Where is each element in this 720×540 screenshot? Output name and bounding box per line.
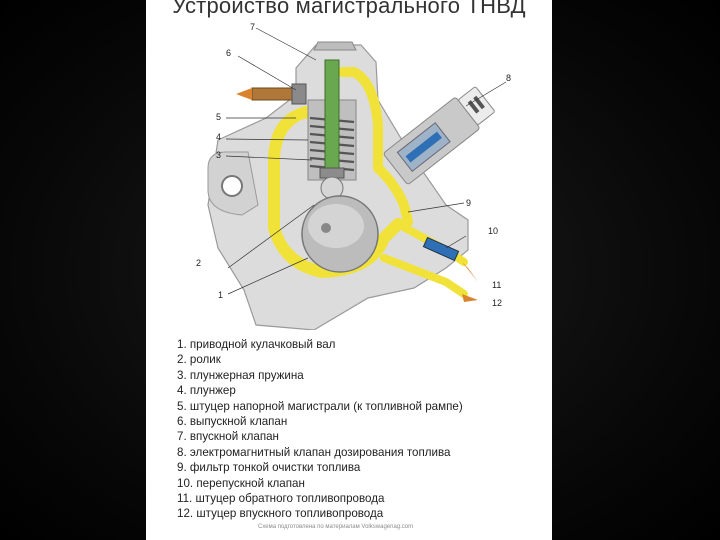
valve-head bbox=[314, 42, 356, 50]
solenoid-valve bbox=[383, 83, 497, 185]
legend-item: 11. штуцер обратного топливопровода bbox=[177, 491, 463, 506]
callout-9: 9 bbox=[466, 198, 471, 208]
callout-4: 4 bbox=[216, 132, 221, 142]
inlet-arrow bbox=[462, 294, 478, 302]
source-note: Схема подготовлена по материалам Volkswa… bbox=[258, 524, 413, 530]
callout-7: 7 bbox=[250, 22, 255, 32]
callout-2: 2 bbox=[196, 258, 201, 268]
callout-10: 10 bbox=[488, 226, 498, 236]
legend-item: 2. ролик bbox=[177, 352, 463, 367]
legend-item: 5. штуцер напорной магистрали (к топливн… bbox=[177, 399, 463, 414]
callout-12: 12 bbox=[492, 298, 502, 308]
legend-item: 6. выпускной клапан bbox=[177, 414, 463, 429]
callout-8: 8 bbox=[506, 73, 511, 83]
legend-item: 12. штуцер впускного топливопровода bbox=[177, 506, 463, 521]
legend-item: 3. плунжерная пружина bbox=[177, 368, 463, 383]
plunger bbox=[325, 60, 339, 170]
legend-item: 1. приводной кулачковый вал bbox=[177, 337, 463, 352]
slide-panel: Устройство магистрального ТНВД bbox=[146, 0, 552, 540]
outlet-arrow bbox=[236, 88, 252, 100]
legend-item: 7. впускной клапан bbox=[177, 429, 463, 444]
callout-1: 1 bbox=[218, 290, 223, 300]
legend-item: 9. фильтр тонкой очистки топлива bbox=[177, 460, 463, 475]
legend-item: 4. плунжер bbox=[177, 383, 463, 398]
callout-6: 6 bbox=[226, 48, 231, 58]
callout-3: 3 bbox=[216, 150, 221, 160]
callout-5: 5 bbox=[216, 112, 221, 122]
legend-item: 10. перепускной клапан bbox=[177, 476, 463, 491]
component-legend: 1. приводной кулачковый вал 2. ролик 3. … bbox=[177, 337, 463, 522]
callout-11: 11 bbox=[492, 280, 501, 290]
mounting-hole bbox=[222, 176, 242, 196]
legend-item: 8. электромагнитный клапан дозирования т… bbox=[177, 445, 463, 460]
